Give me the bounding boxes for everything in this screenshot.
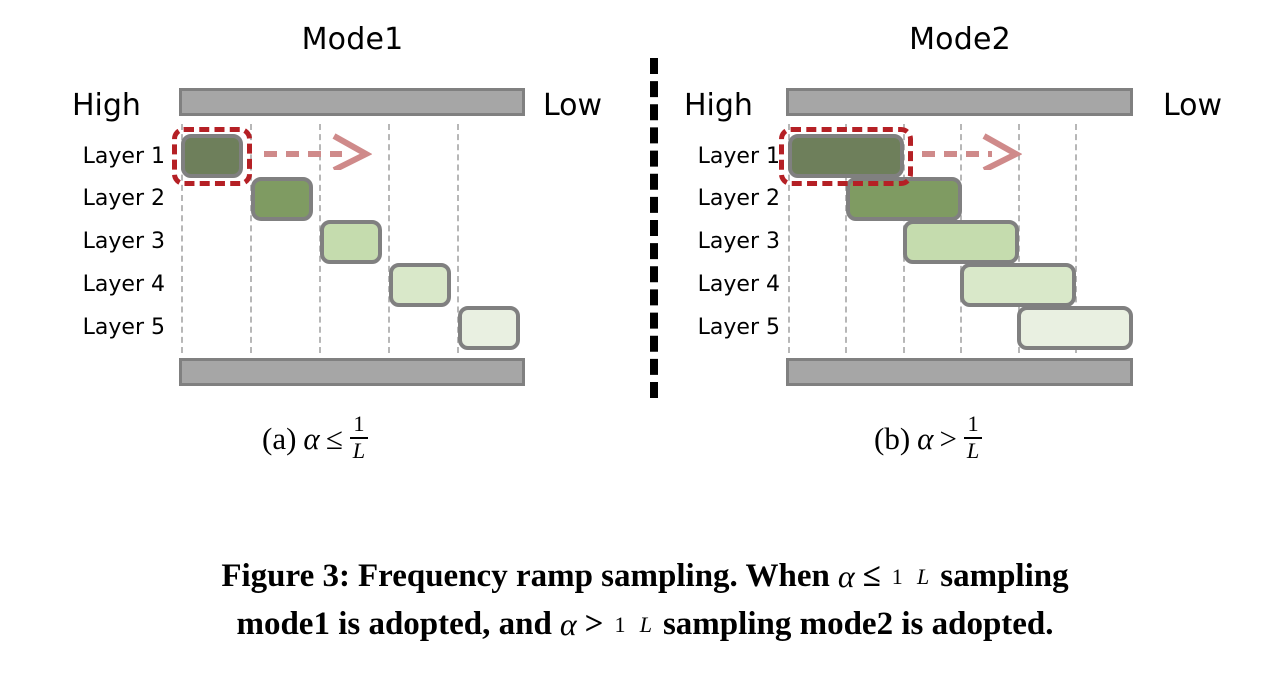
layer-label-mode2-1: Layer 1: [697, 144, 780, 169]
layer-block-mode2-4[interactable]: [960, 263, 1076, 307]
panel-title-mode1: Mode1: [301, 22, 404, 57]
highlight-box-mode1: [172, 127, 252, 186]
layer-block-mode1-1[interactable]: [181, 134, 243, 178]
layer-block-mode1-5[interactable]: [458, 306, 520, 350]
fraction-denominator: L: [966, 438, 980, 463]
fraction-bar: [349, 437, 369, 439]
subcaption-mode1-lead: (a): [262, 421, 297, 456]
layer-block-mode1-4[interactable]: [389, 263, 451, 307]
layer-label-mode2-4: Layer 4: [697, 272, 780, 297]
layer-block-mode1-3[interactable]: [320, 220, 382, 264]
gridline-mode2-1: [788, 124, 790, 353]
spectrum-bar-top-mode2: [786, 88, 1133, 116]
high-label-mode1: High: [72, 88, 141, 123]
layer-label-mode2-5: Layer 5: [697, 315, 780, 340]
layer-block-mode2-1[interactable]: [788, 134, 904, 178]
figure-caption-line2-text-b: sampling mode2 is adopted.: [662, 606, 1054, 642]
subcaption-mode2-lead: (b): [874, 421, 911, 456]
spectrum-bar-bottom-mode1: [179, 358, 525, 386]
figure-caption-line1-text-a: Frequency ramp sampling. When: [357, 558, 830, 594]
low-label-mode1: Low: [543, 88, 603, 123]
figure-caption-line-1: Figure 3: Frequency ramp sampling. When …: [40, 552, 1250, 600]
figure-caption-fraction-1: 1 L: [889, 558, 933, 591]
layer-label-mode1-5: Layer 5: [82, 315, 165, 340]
layer-label-mode2-3: Layer 3: [697, 229, 780, 254]
low-label-mode2: Low: [1163, 88, 1223, 123]
gridline-mode2-5: [1018, 124, 1020, 353]
gridline-mode1-4: [388, 124, 390, 353]
gridline-mode2-6: [1075, 124, 1077, 353]
layer-block-mode1-2[interactable]: [251, 177, 313, 221]
subcaption-mode1-fraction: 1 L: [349, 411, 369, 463]
layer-label-mode1-4: Layer 4: [82, 272, 165, 297]
panel-title-mode2: Mode2: [909, 22, 1011, 57]
gridline-mode1-5: [457, 124, 459, 353]
figure-caption-alpha-1: α: [837, 558, 855, 594]
subcaption-mode2-relation: >: [939, 421, 957, 456]
fraction-denominator: L: [352, 438, 366, 463]
sampling-direction-arrow-mode2: [920, 132, 1023, 173]
figure-caption-gt: >: [584, 606, 604, 642]
subcaption-mode1: (a) α ≤ 1 L: [262, 411, 369, 466]
layer-label-mode1-3: Layer 3: [82, 229, 165, 254]
fraction-bar: [963, 437, 983, 439]
high-label-mode2: High: [684, 88, 753, 123]
layer-block-mode2-3[interactable]: [903, 220, 1019, 264]
layer-label-mode2-2: Layer 2: [697, 186, 780, 211]
figure-caption-leq: ≤: [862, 558, 881, 594]
subcaption-mode2: (b) α > 1 L: [874, 411, 983, 466]
fraction-numerator: 1: [967, 411, 979, 437]
fraction-numerator: 1: [891, 563, 903, 589]
highlight-box-mode2: [779, 127, 913, 186]
spectrum-bar-top-mode1: [179, 88, 525, 116]
figure-caption-fraction-2: 1 L: [611, 606, 655, 639]
panel-divider: [650, 58, 658, 398]
fraction-denominator: L: [917, 563, 930, 589]
figure-caption-line2-text-a: mode1 is adopted, and: [236, 606, 552, 642]
figure-caption-line1-text-b: sampling: [940, 558, 1069, 594]
gridline-mode1-1: [181, 124, 183, 353]
subcaption-mode2-alpha: α: [917, 421, 934, 456]
sampling-direction-arrow-mode1: [262, 132, 373, 173]
fraction-numerator: 1: [614, 611, 626, 637]
layer-label-mode1-1: Layer 1: [82, 144, 165, 169]
fraction-numerator: 1: [353, 411, 365, 437]
spectrum-bar-bottom-mode2: [786, 358, 1133, 386]
layer-label-mode1-2: Layer 2: [82, 186, 165, 211]
figure-caption-alpha-2: α: [559, 606, 577, 642]
gridline-mode2-2: [845, 124, 847, 353]
subcaption-mode1-alpha: α: [303, 421, 320, 456]
layer-block-mode2-5[interactable]: [1017, 306, 1133, 350]
gridline-mode1-2: [250, 124, 252, 353]
figure-caption: Figure 3: Frequency ramp sampling. When …: [40, 552, 1250, 648]
subcaption-mode2-fraction: 1 L: [963, 411, 983, 463]
subcaption-mode1-relation: ≤: [325, 421, 343, 456]
fraction-denominator: L: [639, 611, 652, 637]
figure-caption-prefix: Figure 3:: [221, 558, 350, 594]
figure-caption-line-2: mode1 is adopted, and α > 1 L sampling m…: [40, 600, 1250, 648]
